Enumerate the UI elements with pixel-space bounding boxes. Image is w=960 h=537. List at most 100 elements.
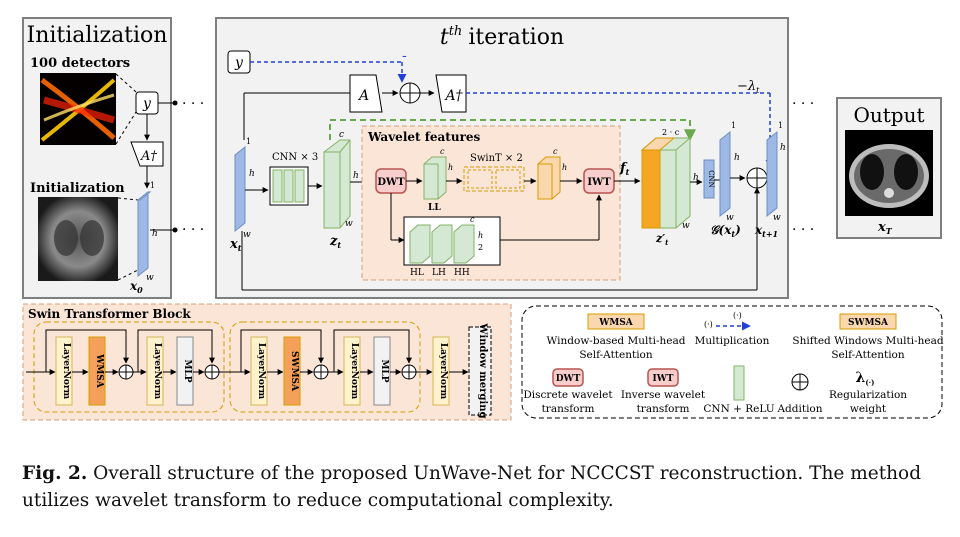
legend-reg-desc1: Regularization bbox=[829, 389, 907, 401]
layernorm-4 bbox=[343, 336, 361, 406]
x0-tensor bbox=[137, 190, 149, 278]
lh-tensor bbox=[431, 224, 453, 264]
xt-dim-h: h bbox=[249, 169, 255, 179]
layernorm-2 bbox=[146, 336, 164, 406]
iter-y: y bbox=[234, 55, 244, 71]
zt-tensor bbox=[323, 139, 351, 229]
init-adjoint: A† bbox=[140, 149, 157, 164]
gx-dim-1: 1 bbox=[731, 121, 736, 130]
ll-dim-c: c bbox=[440, 147, 445, 156]
legend: WMSA Window-based Multi-head Self-Attent… bbox=[521, 305, 944, 419]
output-title: Output bbox=[853, 103, 924, 127]
xt-label: xt bbox=[229, 237, 242, 253]
wavelet-title: Wavelet features bbox=[367, 130, 481, 144]
hh-tensor bbox=[453, 224, 475, 264]
forward-operator-block bbox=[349, 74, 383, 113]
xt-tensor bbox=[234, 145, 246, 233]
legend-iwt-desc2: transform bbox=[637, 403, 690, 415]
mlp-1-label: MLP bbox=[182, 359, 192, 382]
initialization-panel: Initialization 100 detectors y A† Initia… bbox=[22, 17, 204, 299]
zt-prime-label: z′t bbox=[655, 232, 669, 247]
output-ct-image bbox=[845, 130, 933, 216]
swmsa-block-label: SWMSA bbox=[289, 351, 299, 392]
hh-dim-half: 2 bbox=[478, 243, 483, 252]
legend-add-desc: Addition bbox=[776, 403, 822, 415]
swmsa-block bbox=[283, 336, 301, 406]
init-ct-image bbox=[38, 197, 118, 281]
legend-wmsa-swatch bbox=[587, 313, 645, 330]
legend-mult-sym-top: (·) bbox=[733, 311, 742, 320]
legend-dwt-desc2: transform bbox=[542, 403, 595, 415]
init-image-label: Initialization bbox=[30, 181, 125, 196]
legend-swmsa-desc2: Self-Attention bbox=[831, 349, 905, 361]
ft-label: ft bbox=[619, 161, 630, 177]
legend-mult-sym-left: (·) bbox=[704, 320, 713, 329]
swint-out-tensor bbox=[537, 156, 561, 200]
wmsa-block bbox=[88, 336, 106, 406]
x0-dim-h: h bbox=[152, 229, 158, 239]
gx-dim-h: h bbox=[734, 153, 740, 163]
zt-dim-c: c bbox=[339, 130, 344, 140]
init-y: y bbox=[142, 96, 152, 112]
legend-iwt-swatch bbox=[647, 368, 679, 387]
layernorm-1 bbox=[55, 336, 73, 406]
x0-dim-1: 1 bbox=[150, 181, 155, 190]
legend-reg-desc2: weight bbox=[850, 403, 887, 415]
legend-mult-desc: Multiplication bbox=[695, 335, 770, 347]
xt1-dim-1: 1 bbox=[778, 121, 783, 130]
x0-dim-w: w bbox=[146, 273, 154, 283]
adjoint-operator: A† bbox=[443, 88, 463, 104]
ll-dim-h: h bbox=[448, 163, 453, 172]
hh-dim-h: h bbox=[478, 231, 483, 240]
figure-caption: Fig. 2. Overall structure of the propose… bbox=[22, 460, 942, 514]
cnn3-label: CNN × 3 bbox=[272, 152, 318, 163]
xt-dim-w: w bbox=[243, 230, 251, 240]
legend-wmsa: WMSA bbox=[598, 318, 634, 328]
cnn-block bbox=[703, 159, 715, 199]
zt-label: zt bbox=[329, 234, 341, 250]
caption-text: Overall structure of the proposed UnWave… bbox=[22, 463, 922, 511]
init-dots-bottom: · · · bbox=[182, 222, 204, 238]
ll-label: LL bbox=[428, 203, 441, 213]
x0-label: x0 bbox=[129, 279, 143, 295]
xt1-label: xt+1 bbox=[754, 223, 778, 239]
xt1-dim-h: h bbox=[780, 143, 786, 153]
zt-dim-w: w bbox=[345, 219, 353, 229]
iter-dots-bottom: · · · bbox=[792, 222, 814, 238]
gx-dim-w: w bbox=[726, 213, 734, 223]
legend-cnn-swatch bbox=[733, 365, 745, 401]
legend-lambda: λ(·) bbox=[856, 370, 875, 387]
detectors-label: 100 detectors bbox=[30, 56, 130, 71]
swint-out-dim-h: h bbox=[562, 163, 567, 172]
iter-dots-top: · · · bbox=[792, 96, 814, 112]
legend-iwt: IWT bbox=[652, 374, 673, 384]
swin-title: Swin Transformer Block bbox=[28, 307, 191, 321]
iwt-label: IWT bbox=[587, 177, 611, 188]
init-dots-top: · · · bbox=[182, 96, 204, 112]
xt-dim-1: 1 bbox=[246, 137, 251, 146]
minus-sign: - bbox=[402, 48, 407, 64]
gx-label: 𝒢(xt) bbox=[710, 223, 741, 239]
swint-label: SwinT × 2 bbox=[470, 153, 523, 164]
swint-out-dim-c: c bbox=[553, 147, 558, 156]
legend-dwt-desc1: Discrete wavelet bbox=[523, 389, 613, 401]
zt-prime-dim-h: h bbox=[693, 173, 699, 183]
caption-label: Fig. 2. bbox=[22, 463, 88, 484]
layernorm-4-label: LayerNorm bbox=[349, 343, 359, 400]
legend-wmsa-desc2: Self-Attention bbox=[579, 349, 653, 361]
legend-wmsa-desc1: Window-based Multi-head bbox=[547, 335, 686, 347]
window-merging-label: Window merging bbox=[477, 322, 488, 418]
wmsa-block-label: WMSA bbox=[94, 353, 104, 389]
layernorm-3 bbox=[250, 336, 268, 406]
legend-swmsa-swatch bbox=[839, 313, 897, 330]
sinogram-image bbox=[40, 73, 116, 145]
init-title: Initialization bbox=[27, 23, 168, 48]
zt-prime-dim-2c: 2 · c bbox=[662, 128, 680, 137]
layernorm-5 bbox=[432, 336, 450, 406]
gx-tensor bbox=[719, 130, 731, 218]
adjoint-operator-block bbox=[435, 74, 467, 113]
layernorm-3-label: LayerNorm bbox=[256, 343, 266, 400]
cnn-label: CNN bbox=[707, 170, 715, 188]
